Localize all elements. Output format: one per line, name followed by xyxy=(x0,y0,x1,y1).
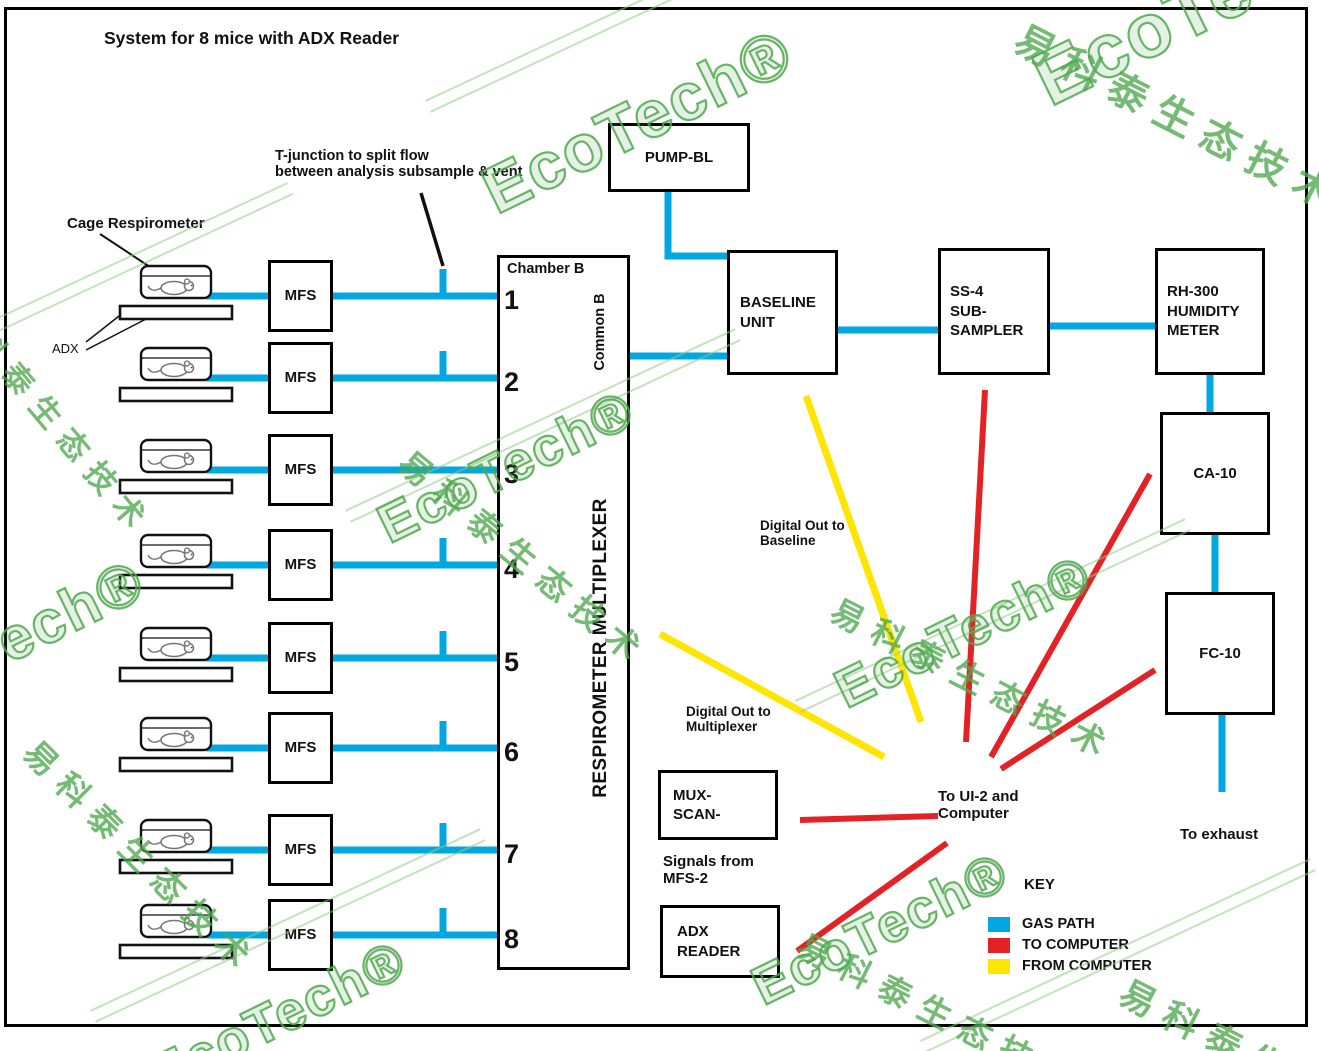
digital-out-baseline-label: Digital Out to Baseline xyxy=(760,518,845,548)
pump-bl-box: PUMP-BL xyxy=(608,123,750,192)
baseline-unit-box: BASELINE UNIT xyxy=(727,250,838,375)
cage-respirometer-icon xyxy=(118,818,234,875)
adx-label: ADX xyxy=(52,341,79,356)
mfs-box-label: MFS xyxy=(284,461,317,479)
sub-sampler-box: SS-4 SUB- SAMPLER xyxy=(938,248,1050,375)
mfs-box-label: MFS xyxy=(284,287,317,305)
mfs-box-8: MFS xyxy=(268,899,333,971)
channel-number-2: 2 xyxy=(504,367,520,397)
cage-respirometer-icon xyxy=(118,533,234,590)
channel-number-5: 5 xyxy=(504,647,520,677)
mfs-box-label: MFS xyxy=(284,369,317,387)
mfs-box-label: MFS xyxy=(284,649,317,667)
digital-out-multiplexer-label: Digital Out to Multiplexer xyxy=(686,704,771,734)
gas-path-label: GAS PATH xyxy=(1022,916,1095,932)
cage-respirometer-icon xyxy=(118,716,234,773)
cage-respirometer-icon xyxy=(118,903,234,960)
to-ui2-label: To UI-2 and Computer xyxy=(938,788,1019,822)
key-item-gas-path: GAS PATH xyxy=(988,916,1095,932)
pump-bl-label: PUMP-BL xyxy=(644,148,714,166)
mfs-box-4: MFS xyxy=(268,529,333,601)
signals-from-mfs-label: Signals from MFS-2 xyxy=(663,853,754,887)
channel-number-8: 8 xyxy=(504,924,520,954)
adx-reader-label: ADX READER xyxy=(677,923,741,960)
diagram-border xyxy=(4,7,1308,1027)
from-computer-swatch xyxy=(988,958,1010,974)
cage-respirometer-7 xyxy=(118,817,236,875)
to-computer-label: TO COMPUTER xyxy=(1022,937,1129,953)
mfs-box-7: MFS xyxy=(268,814,333,886)
humidity-meter-label: RH-300 HUMIDITY METER xyxy=(1167,283,1240,340)
ca10-box: CA-10 xyxy=(1160,412,1270,535)
to-computer-swatch xyxy=(988,937,1010,953)
humidity-meter-box: RH-300 HUMIDITY METER xyxy=(1155,248,1265,375)
cage-respirometer-icon xyxy=(118,264,234,321)
t-junction-label: T-junction to split flow between analysi… xyxy=(275,148,523,180)
multiplexer-label: RESPIROMETER MULTIPLEXER xyxy=(590,498,611,798)
cage-respirometer-6 xyxy=(118,715,236,773)
mfs-box-5: MFS xyxy=(268,622,333,694)
to-computer-lines xyxy=(795,389,1157,954)
gas-path-lines xyxy=(206,192,1226,939)
sub-sampler-label: SS-4 SUB- SAMPLER xyxy=(950,283,1024,340)
common-b-label: Common B xyxy=(592,293,608,371)
cage-respirometer-label: Cage Respirometer xyxy=(67,215,205,232)
mfs-box-1: MFS xyxy=(268,260,333,332)
cage-respirometer-1 xyxy=(118,263,236,321)
cage-respirometer-3 xyxy=(118,437,236,495)
page-title: System for 8 mice with ADX Reader xyxy=(104,28,400,48)
cage-respirometer-2 xyxy=(118,345,236,403)
adx-reader-box: ADX READER xyxy=(660,905,780,978)
gas-path-swatch xyxy=(988,916,1010,932)
cage-respirometer-icon xyxy=(118,438,234,495)
mfs-box-label: MFS xyxy=(284,739,317,757)
chamber-b-label: Chamber B xyxy=(507,261,585,277)
multiplexer-box xyxy=(497,255,630,970)
key-item-from-computer: FROM COMPUTER xyxy=(988,958,1152,974)
channel-number-7: 7 xyxy=(504,839,520,869)
cage-respirometer-8 xyxy=(118,902,236,960)
mux-scan-label: MUX- SCAN- xyxy=(673,786,721,824)
baseline-unit-label: BASELINE UNIT xyxy=(740,294,816,331)
mfs-box-6: MFS xyxy=(268,712,333,784)
mfs-box-label: MFS xyxy=(284,926,317,944)
mfs-box-3: MFS xyxy=(268,434,333,506)
mfs-box-label: MFS xyxy=(284,841,317,859)
cage-respirometer-4 xyxy=(118,532,236,590)
fc10-label: FC-10 xyxy=(1199,644,1241,662)
cage-respirometer-icon xyxy=(118,626,234,683)
channel-number-3: 3 xyxy=(504,459,520,489)
key-title: KEY xyxy=(1024,876,1055,893)
cage-respirometer-icon xyxy=(118,346,234,403)
key-item-to-computer: TO COMPUTER xyxy=(988,937,1129,953)
from-computer-label: FROM COMPUTER xyxy=(1022,958,1152,974)
mfs-box-label: MFS xyxy=(284,556,317,574)
channel-number-6: 6 xyxy=(504,737,520,767)
mfs-box-2: MFS xyxy=(268,342,333,414)
cage-respirometer-5 xyxy=(118,625,236,683)
from-computer-lines xyxy=(658,394,925,761)
fc10-box: FC-10 xyxy=(1165,592,1275,715)
channel-number-4: 4 xyxy=(504,554,520,584)
mux-scan-box: MUX- SCAN- xyxy=(658,770,778,840)
to-exhaust-label: To exhaust xyxy=(1180,826,1259,843)
ca10-label: CA-10 xyxy=(1193,464,1237,482)
channel-number-1: 1 xyxy=(504,285,520,315)
